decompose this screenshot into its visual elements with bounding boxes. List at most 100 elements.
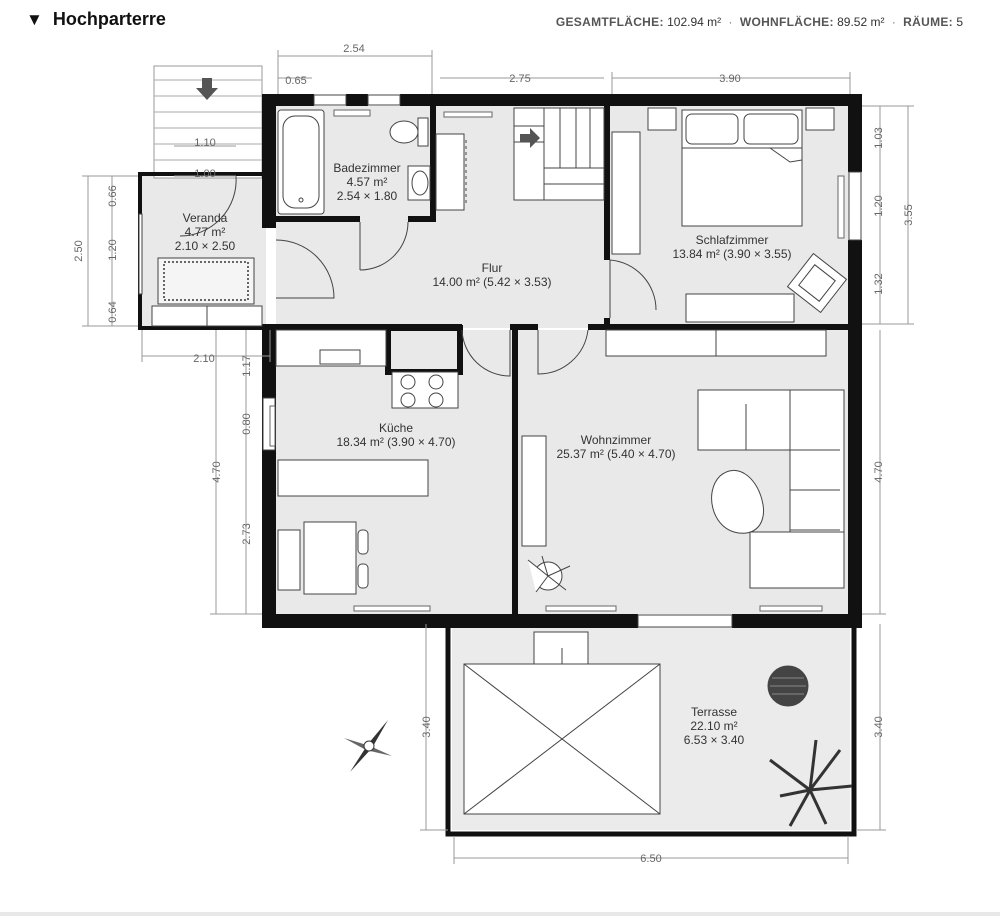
wall-schlaf [604, 106, 610, 260]
floor-header: ▼ Hochparterre GESAMTFLÄCHE: 102.94 m² ·… [0, 0, 1000, 40]
window [138, 213, 143, 295]
floor-title: Hochparterre [52, 9, 166, 29]
window [848, 171, 862, 241]
dim-label: 1.17 [241, 355, 253, 376]
room-area-kueche: 18.34 m² (3.90 × 4.70) [336, 435, 455, 449]
room-name-wohnzimmer: Wohnzimmer [581, 433, 651, 447]
chair [357, 563, 369, 589]
wall-left [262, 330, 276, 626]
wall-bad [408, 216, 436, 222]
living-area-value: 89.52 m² [837, 15, 885, 29]
dim-label: 1.32 [873, 273, 885, 294]
dimension-labels: 2.54 0.65 2.75 3.90 1.10 1.00 2.10 6.50 … [73, 43, 915, 865]
wall-bad [276, 216, 360, 222]
compass-center [363, 740, 375, 752]
dim-label: 1.20 [873, 195, 885, 216]
wall-right [848, 94, 862, 172]
dim-label: 4.70 [873, 461, 885, 482]
pillow [743, 113, 799, 145]
palm-icon [769, 739, 853, 827]
dim-label: 1.20 [107, 239, 119, 260]
flur-floor [276, 216, 608, 328]
rug [157, 257, 255, 305]
toilet-bowl [389, 120, 419, 144]
pergola-diag [463, 663, 661, 815]
sink-basin [411, 170, 429, 196]
veranda-wall [138, 172, 270, 176]
dim-label: 2.10 [193, 353, 214, 365]
room-name-terrasse: Terrasse [691, 705, 737, 719]
room-dims-veranda: 2.10 × 2.50 [175, 239, 236, 253]
dim-label: 3.40 [421, 716, 433, 737]
dim-label: 1.10 [194, 137, 215, 149]
room-area-schlafzimmer: 13.84 m² (3.90 × 3.55) [672, 247, 791, 261]
dresser [685, 293, 795, 323]
kitchen-island [277, 459, 429, 497]
floor-toggle[interactable]: ▼ Hochparterre [26, 9, 166, 30]
nightstand [647, 107, 677, 131]
rug-pattern [163, 261, 249, 301]
veranda-wall [138, 326, 270, 330]
wall-top [604, 94, 862, 106]
compass-rose-icon [344, 720, 392, 772]
total-area-label: GESAMTFLÄCHE: [555, 15, 664, 29]
room-name-badezimmer: Badezimmer [333, 161, 400, 175]
radiator [353, 605, 431, 612]
dim-label: 3.40 [873, 716, 885, 737]
wall-mid [262, 324, 462, 330]
dimension-lines [82, 50, 914, 864]
rooms-label: RÄUME: [903, 15, 953, 29]
dim-label: 2.73 [241, 523, 253, 544]
triangle-down-icon[interactable]: ▼ [26, 10, 43, 29]
sofa-cushions [745, 404, 840, 531]
total-area-value: 102.94 m² [667, 15, 722, 29]
room-name-schlafzimmer: Schlafzimmer [696, 233, 769, 247]
door-kueche [461, 329, 511, 377]
bedroom-furniture [611, 107, 848, 323]
plant-leaves [527, 555, 571, 593]
dim-label: 2.50 [73, 240, 85, 261]
room-area-badezimmer: 4.57 m² [347, 175, 388, 189]
dim-label: 0.64 [107, 301, 119, 322]
coffee-table [711, 470, 764, 534]
terrace-furniture [463, 631, 853, 827]
radiator [269, 405, 276, 447]
room-area-terrasse: 22.10 m² [690, 719, 737, 733]
room-name-veranda: Veranda [183, 211, 228, 225]
chair [357, 529, 369, 555]
wall-left [262, 94, 276, 228]
wall-mid [510, 324, 538, 330]
outdoor-stairs [153, 65, 263, 179]
door-wohn [537, 329, 589, 375]
dim-label: 2.54 [343, 43, 364, 55]
doors [179, 175, 657, 377]
dim-label: 6.50 [640, 853, 661, 865]
stats-separator: · [891, 15, 896, 29]
burner [400, 392, 416, 408]
rooms-value: 5 [956, 15, 963, 29]
toilet-tank [417, 117, 429, 147]
door-bad [359, 221, 409, 271]
room-dims-terrasse: 6.53 × 3.40 [684, 733, 745, 747]
door-schlaf [609, 259, 657, 318]
wall-bad [430, 106, 436, 222]
grill-grate [770, 677, 806, 695]
wall-top [346, 94, 368, 106]
window [313, 94, 347, 106]
dim-label: 0.66 [107, 185, 119, 206]
wall-schlaf [604, 318, 610, 328]
wardrobe [611, 131, 641, 255]
windows [138, 94, 862, 628]
veranda-furniture [151, 257, 263, 327]
dining-table [303, 521, 357, 595]
bathtub-inner [282, 115, 320, 209]
tub-drain [298, 197, 304, 203]
dim-label: 4.70 [211, 461, 223, 482]
wall-top [400, 94, 436, 106]
room-labels: Badezimmer 4.57 m² 2.54 × 1.80 Veranda 4… [175, 161, 792, 747]
room-area-wohnzimmer: 25.37 m² (5.40 × 4.70) [556, 447, 675, 461]
dim-label: 0.80 [241, 413, 253, 434]
dim-label: 3.90 [719, 73, 740, 85]
dim-label: 3.55 [903, 204, 915, 225]
